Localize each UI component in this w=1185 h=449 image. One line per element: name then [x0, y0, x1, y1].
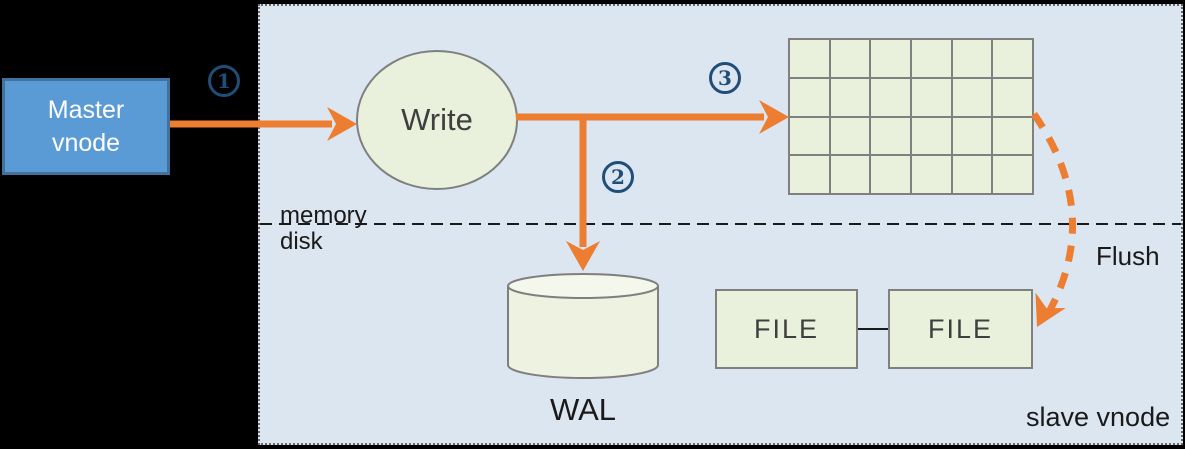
- memtable-cell: [790, 78, 829, 116]
- memtable-cell: [790, 40, 829, 77]
- memtable-cell: [871, 78, 910, 116]
- step-badge-1-num: 1: [217, 69, 231, 93]
- memtable-cell: [993, 156, 1032, 193]
- step-badge-1: 1: [208, 65, 240, 97]
- write-node-label: Write: [401, 102, 473, 137]
- master-vnode-node: Master vnode: [2, 78, 170, 175]
- memtable-cell: [871, 156, 910, 193]
- memtable-cell: [912, 156, 951, 193]
- step-badge-3-num: 3: [718, 66, 732, 90]
- memtable-cell: [790, 156, 829, 193]
- step-badge-2-num: 2: [611, 165, 625, 189]
- memtable-cell: [912, 40, 951, 77]
- flush-label: Flush: [1096, 241, 1160, 271]
- memtable-cell: [790, 117, 829, 155]
- memtable-cell: [952, 156, 992, 193]
- file-box-left-label: FILE: [753, 313, 820, 344]
- memtable-cell: [871, 117, 910, 155]
- memtable-cell: [912, 117, 951, 155]
- memtable-cell: [952, 40, 992, 77]
- memtable-cell: [830, 40, 870, 77]
- step-badge-3: 3: [709, 62, 741, 94]
- memtable-cell: [830, 156, 870, 193]
- memtable-cell: [952, 117, 992, 155]
- file-box-left: FILE: [715, 289, 858, 369]
- slave-vnode-label: slave vnode: [1026, 402, 1171, 432]
- memtable-cell: [871, 40, 910, 77]
- memtable-cell: [830, 117, 870, 155]
- write-node: Write: [356, 50, 518, 190]
- memory-label: memory: [280, 202, 367, 229]
- file-box-right: FILE: [888, 289, 1033, 369]
- file-box-right-label: FILE: [927, 313, 994, 344]
- master-vnode-label-line1: Master: [47, 96, 125, 124]
- wal-cylinder: [507, 273, 659, 379]
- master-vnode-label-line2: vnode: [51, 128, 121, 157]
- memtable-cell: [952, 78, 992, 116]
- memtable-cell: [912, 78, 951, 116]
- wal-label: WAL: [549, 392, 617, 427]
- memtable-cell: [993, 78, 1032, 116]
- memtable-cell: [830, 78, 870, 116]
- disk-label: disk: [280, 228, 323, 255]
- memtable-cell: [993, 117, 1032, 155]
- step-badge-2: 2: [602, 161, 634, 193]
- memtable-cell: [993, 40, 1032, 77]
- memtable: [788, 38, 1034, 195]
